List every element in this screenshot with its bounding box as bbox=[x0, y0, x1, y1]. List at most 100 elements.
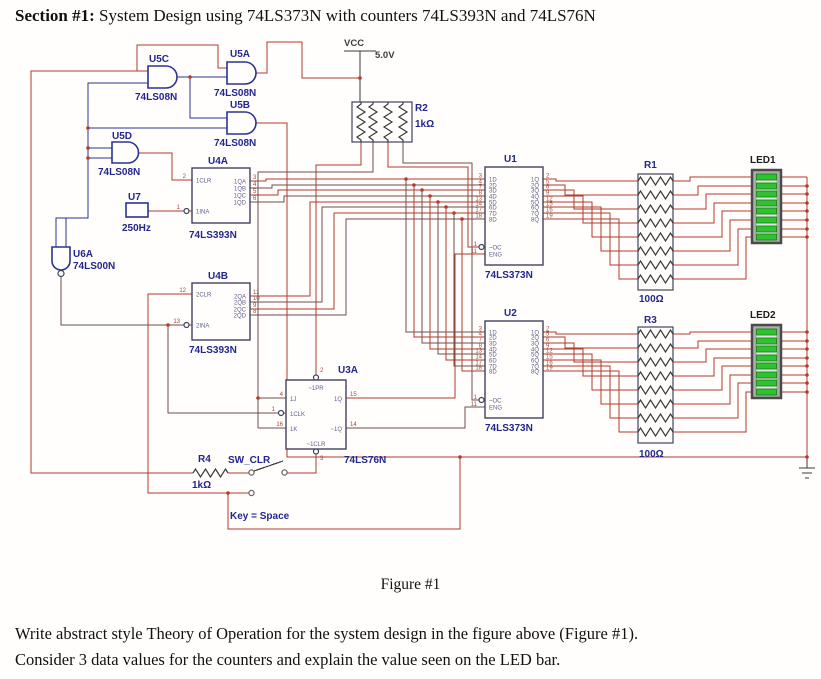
resistor-zigzag bbox=[637, 426, 674, 438]
led-segment bbox=[756, 190, 777, 198]
pin-number: 6 bbox=[546, 338, 550, 344]
wire-junction bbox=[805, 373, 809, 377]
pin-label: 4Q bbox=[531, 195, 539, 201]
wire-junction bbox=[428, 194, 432, 198]
resistor-zigzag bbox=[637, 370, 674, 382]
pin-label: 3Q bbox=[531, 189, 539, 195]
wire-junction bbox=[86, 156, 90, 160]
wire-junction bbox=[188, 75, 192, 79]
value-r1: 100Ω bbox=[639, 294, 664, 305]
pin-number: 19 bbox=[546, 366, 553, 372]
pin-label: 2D bbox=[489, 184, 497, 190]
pin-label: 8Q bbox=[531, 218, 539, 224]
wire-junction bbox=[805, 227, 809, 231]
pin-number: 9 bbox=[253, 303, 257, 309]
refdes-u4b: U4B bbox=[208, 271, 228, 282]
pin-number: 7 bbox=[479, 185, 483, 191]
preset-bubble-u3a bbox=[312, 374, 320, 381]
pin-label: 6Q bbox=[531, 359, 539, 365]
pin-number: 2 bbox=[183, 174, 187, 180]
pin-label: 2Q bbox=[531, 184, 539, 190]
resistor-zigzag bbox=[367, 102, 379, 142]
page-title: Section #1: System Design using 74LS373N… bbox=[15, 6, 596, 26]
nand-gate-u6a bbox=[51, 246, 71, 271]
wire-junction bbox=[358, 76, 362, 80]
part-u6a: 74LS00N bbox=[73, 261, 115, 272]
refdes-r3: R3 bbox=[644, 315, 657, 326]
pin-number: 9 bbox=[546, 344, 550, 350]
resistor-zigzag bbox=[637, 273, 674, 285]
part-u5b: 74LS08N bbox=[214, 138, 256, 149]
value-r2: 1kΩ bbox=[415, 119, 434, 130]
refdes-r4: R4 bbox=[198, 454, 211, 465]
and-gate-u5a bbox=[226, 61, 257, 85]
pin-label: 4Q bbox=[531, 348, 539, 354]
pin-number: 1 bbox=[177, 205, 181, 211]
wire-junction bbox=[86, 146, 90, 150]
pin-label: 2D bbox=[489, 336, 497, 342]
pin-number: 4 bbox=[253, 182, 257, 188]
pin-number: 15 bbox=[350, 392, 357, 398]
clock-source-u7 bbox=[125, 202, 149, 218]
led-segment bbox=[756, 388, 777, 396]
resistor-zigzag bbox=[637, 175, 674, 187]
wire-junction bbox=[226, 491, 230, 495]
pin-label: 1QB bbox=[234, 187, 246, 193]
pin-label: 7Q bbox=[531, 212, 539, 218]
wire-dark bbox=[60, 142, 485, 429]
pin-number: 4 bbox=[479, 180, 483, 186]
pin-number: 17 bbox=[475, 361, 482, 367]
pin-label: 1QD bbox=[234, 201, 247, 207]
refdes-u1: U1 bbox=[504, 154, 517, 165]
part-u5a: 74LS08N bbox=[214, 88, 256, 99]
pin-number: 9 bbox=[546, 191, 550, 197]
pin-label: 1K bbox=[290, 427, 297, 433]
pin-number: 12 bbox=[179, 288, 186, 294]
oc-bubble-u1 bbox=[478, 243, 485, 251]
pin-label: 1J bbox=[290, 397, 296, 403]
pin-label: 8Q bbox=[531, 370, 539, 376]
led-segment bbox=[756, 354, 777, 362]
pin-label: 2Q bbox=[531, 336, 539, 342]
resistor-zigzag bbox=[637, 231, 674, 243]
value-r3: 100Ω bbox=[639, 449, 664, 460]
resistor-pack-r1 bbox=[637, 173, 674, 291]
pin-label: 1QC bbox=[234, 194, 247, 200]
pin-label: 3Q bbox=[531, 342, 539, 348]
wire-junction bbox=[805, 192, 809, 196]
wire-junction bbox=[805, 209, 809, 213]
wire-junction bbox=[460, 217, 464, 221]
part-u5c: 74LS08N bbox=[135, 92, 177, 103]
pin-number: 8 bbox=[479, 344, 483, 350]
pin-number: 1 bbox=[272, 407, 276, 413]
resistor-zigzag bbox=[637, 412, 674, 424]
led-segment bbox=[756, 345, 777, 353]
pin-label: 1D bbox=[489, 178, 497, 184]
refdes-u5a: U5A bbox=[230, 49, 250, 60]
part-u3a: 74LS76N bbox=[344, 455, 386, 466]
pin-label: ~1Q bbox=[330, 427, 342, 433]
resistor-zigzag bbox=[192, 467, 229, 479]
pin-number: 18 bbox=[475, 214, 482, 220]
pin-number: 11 bbox=[471, 402, 478, 408]
pin-number: 16 bbox=[546, 361, 553, 367]
pin-label: 1Q bbox=[531, 178, 539, 184]
part-u2: 74LS373N bbox=[485, 423, 533, 434]
pin-number: 2 bbox=[546, 174, 550, 180]
pin-label: 2QB bbox=[234, 301, 246, 307]
pin-number: 11 bbox=[471, 249, 478, 255]
and-gate-u5d bbox=[111, 141, 140, 164]
switch-key-label: Key = Space bbox=[230, 511, 290, 522]
switch-label: SW_CLR bbox=[228, 455, 271, 466]
wire-junction bbox=[805, 235, 809, 239]
task-text: Write abstract style Theory of Operation… bbox=[15, 621, 810, 672]
wires bbox=[30, 41, 815, 530]
pin-label: 5Q bbox=[531, 353, 539, 359]
wire-junction bbox=[420, 188, 424, 192]
pin-number: 12 bbox=[546, 349, 553, 355]
led-segment bbox=[756, 328, 777, 336]
pin-number: 14 bbox=[475, 355, 482, 361]
pin-label: 3D bbox=[489, 189, 497, 195]
pin-label: 5D bbox=[489, 201, 497, 207]
resistor-zigzag bbox=[637, 398, 674, 410]
